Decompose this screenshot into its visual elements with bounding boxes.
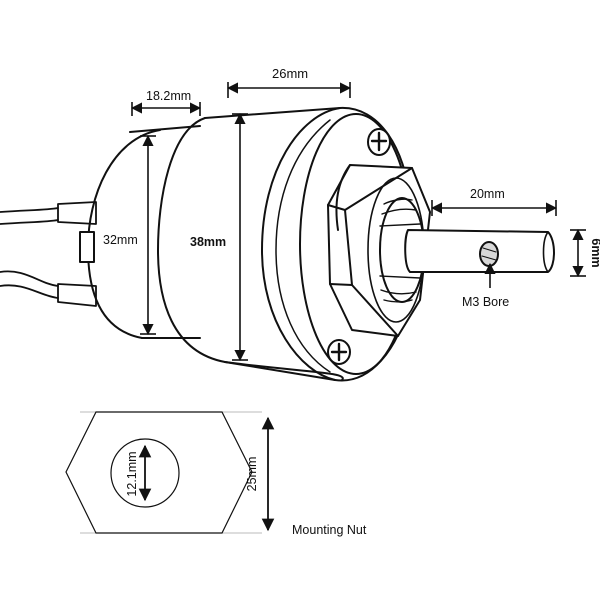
dimension-lines bbox=[130, 82, 586, 362]
label-cap-diameter: 32mm bbox=[103, 233, 138, 247]
nut-hole bbox=[110, 438, 180, 508]
nut-hexagon bbox=[65, 411, 253, 534]
label-body-length: 26mm bbox=[272, 66, 308, 81]
label-cap-length: 18.2mm bbox=[146, 89, 191, 103]
screw-top bbox=[367, 128, 391, 156]
threaded-bushing bbox=[379, 197, 425, 303]
label-nut-width: 25mm bbox=[245, 457, 259, 492]
mounting-nut-detail bbox=[65, 411, 275, 534]
rear-cap bbox=[79, 125, 201, 339]
label-bore: M3 Bore bbox=[462, 295, 509, 309]
main-body bbox=[157, 107, 344, 381]
shaft bbox=[404, 229, 555, 273]
label-body-diameter: 38mm bbox=[190, 235, 226, 249]
lead-wires bbox=[0, 201, 97, 307]
screw-bottom bbox=[327, 339, 351, 365]
label-shaft-length: 20mm bbox=[470, 187, 505, 201]
label-nut-hole: 12.1mm bbox=[125, 451, 139, 496]
label-nut-title: Mounting Nut bbox=[292, 523, 367, 537]
label-shaft-diameter: 6mm bbox=[589, 238, 600, 267]
component-drawing bbox=[0, 106, 555, 382]
